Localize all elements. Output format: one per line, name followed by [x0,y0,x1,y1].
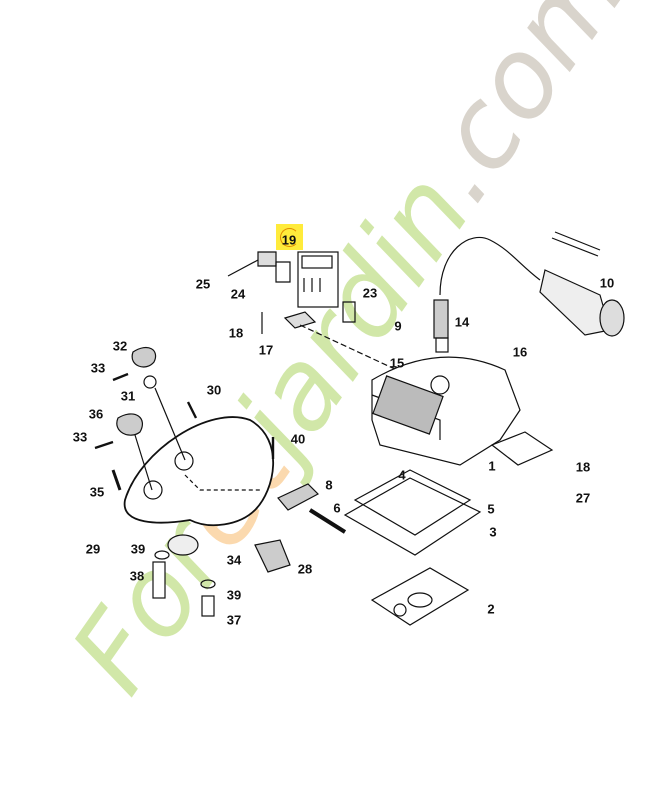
screw-part-35 [111,469,122,491]
label-part-24[interactable]: 24 [230,286,246,302]
label-part-27[interactable]: 27 [575,490,591,506]
cable-part-6 [308,508,347,534]
clip-part-23 [342,301,356,323]
label-part-33b[interactable]: 33 [72,429,88,445]
label-part-2[interactable]: 2 [487,601,495,617]
screw-part-33a [112,372,129,382]
label-part-17[interactable]: 17 [258,342,274,358]
gland-part-14 [433,299,449,353]
knob-part-32 [131,347,157,368]
knob-part-36 [116,413,143,436]
housing-port [430,375,450,395]
label-part-31[interactable]: 31 [120,388,136,404]
seal-part-5 [353,469,472,536]
label-part-16[interactable]: 16 [512,344,528,360]
screw-part-33b [94,440,114,450]
plate-hole-large [407,592,433,608]
label-part-37[interactable]: 37 [226,612,242,628]
label-part-34[interactable]: 34 [226,552,242,568]
label-part-30[interactable]: 30 [206,382,222,398]
sleeve-part-37 [201,595,215,617]
label-part-1[interactable]: 1 [488,458,496,474]
switch-part-34 [167,534,199,556]
label-part-14[interactable]: 14 [454,314,470,330]
cover-knob-seat-upper [174,451,194,471]
label-part-33[interactable]: 33 [90,360,106,376]
label-part-35[interactable]: 35 [89,484,105,500]
terminal-part-8 [277,483,319,511]
label-part-40[interactable]: 40 [290,431,306,447]
label-part-6[interactable]: 6 [333,500,341,516]
label-part-36[interactable]: 36 [88,406,104,422]
label-part-39[interactable]: 39 [130,541,146,557]
leader-line [227,259,259,277]
assembly-lines-knobs [134,387,186,491]
rail-part-17 [283,311,317,329]
label-part-28[interactable]: 28 [297,561,313,577]
label-part-18b[interactable]: 18 [575,459,591,475]
switch-part-28 [254,539,291,573]
label-part-5[interactable]: 5 [487,501,495,517]
sleeve-part-38 [152,561,166,599]
plate-part-2 [370,567,470,626]
cable-end [551,231,601,257]
ring-part-31 [143,375,157,389]
cooling-fins [372,375,444,435]
seal-part-3 [343,477,482,556]
ring-part-39b [200,579,216,589]
contactor-part-19 [297,251,339,308]
label-part-10[interactable]: 10 [599,275,615,291]
label-part-39b[interactable]: 39 [226,587,242,603]
screw-part-30 [186,401,198,419]
label-part-25[interactable]: 25 [195,276,211,292]
clip-part-25 [257,251,277,267]
board-part-27 [490,431,554,466]
label-part-4[interactable]: 4 [398,467,406,483]
plate-hole-small [393,603,407,617]
label-part-32[interactable]: 32 [112,338,128,354]
label-part-29[interactable]: 29 [85,541,101,557]
label-part-23[interactable]: 23 [362,285,378,301]
clip-part-24 [275,261,291,283]
label-part-9[interactable]: 9 [394,318,402,334]
highlight-circle [280,228,299,247]
label-part-8[interactable]: 8 [325,477,333,493]
label-part-38[interactable]: 38 [129,568,145,584]
label-part-15[interactable]: 15 [389,355,405,371]
label-part-19[interactable]: 19 [281,232,297,248]
label-part-3[interactable]: 3 [489,524,497,540]
label-part-18[interactable]: 18 [228,325,244,341]
cover-knob-seat-lower [143,480,163,500]
plug-part-10 [539,269,625,337]
power-cable [439,236,541,296]
ring-part-39a [154,550,170,560]
cover-part-29 [123,416,275,527]
cover-hidden-line [184,474,262,491]
